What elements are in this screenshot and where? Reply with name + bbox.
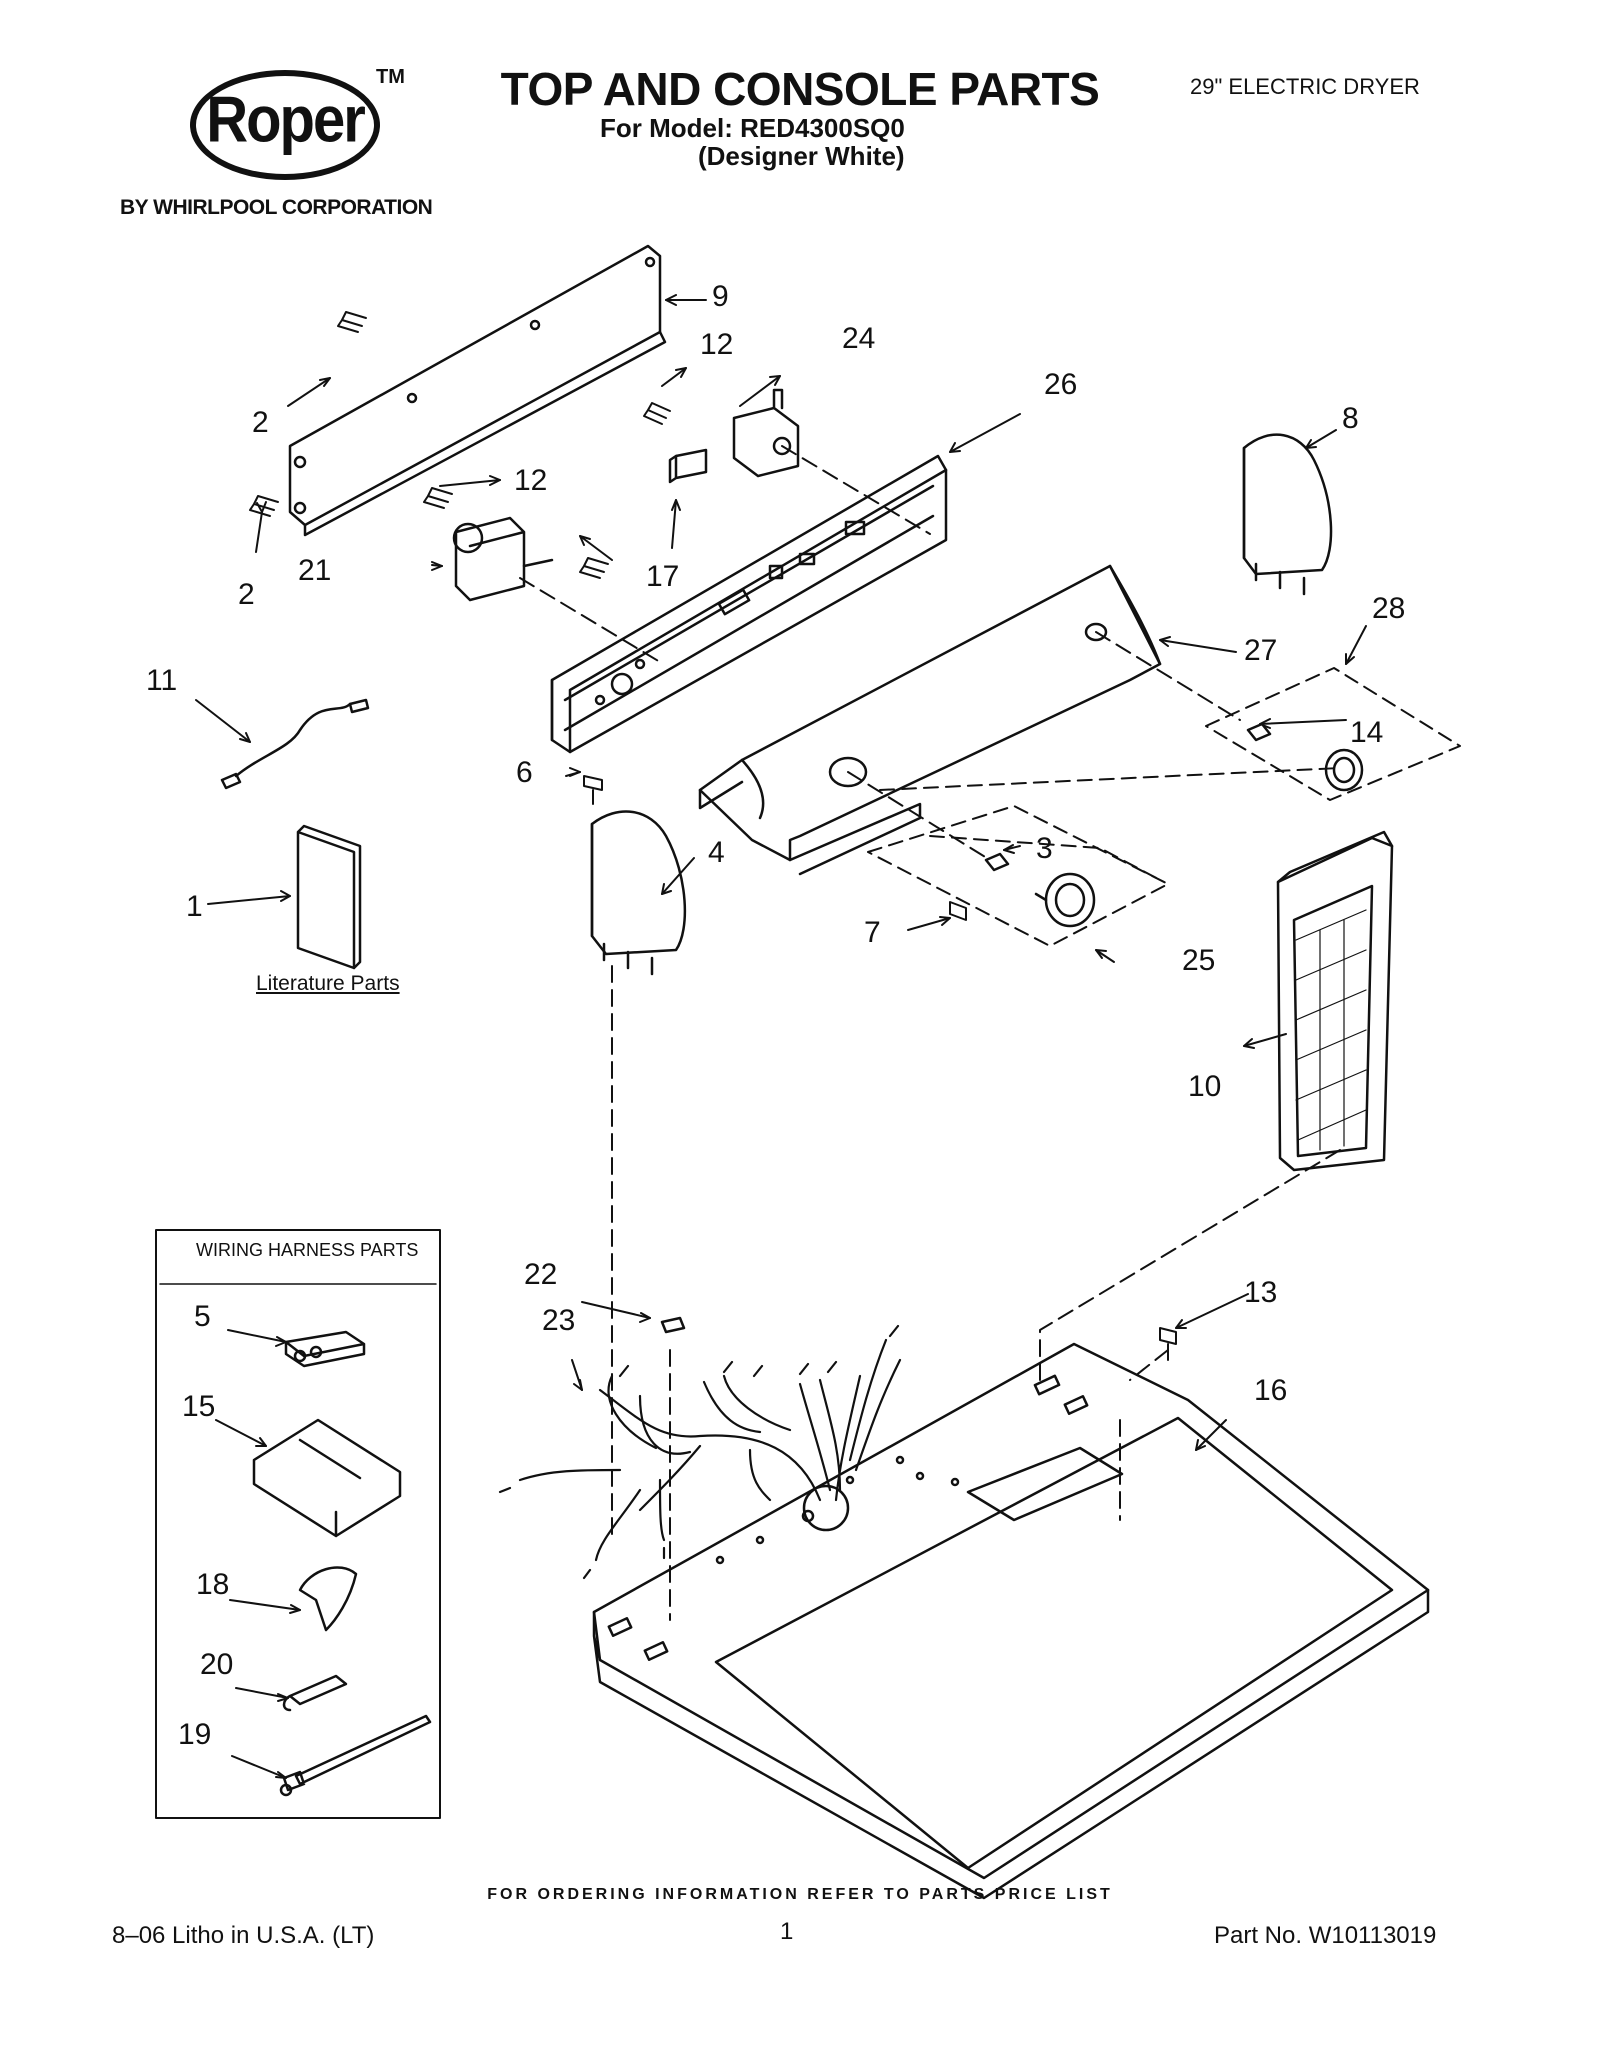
color-line: (Designer White) bbox=[698, 141, 905, 171]
part-4-end-cap bbox=[590, 810, 687, 976]
callout-28: 28 bbox=[1372, 592, 1406, 625]
wiring-harness-box-title: WIRING HARNESS PARTS bbox=[196, 1240, 419, 1260]
callout-4: 4 bbox=[708, 836, 725, 869]
part-8-end-cap bbox=[1242, 433, 1333, 596]
callout-12-upper: 12 bbox=[700, 328, 734, 361]
model-line: For Model: RED4300SQ0 bbox=[600, 113, 905, 143]
callout-5: 5 bbox=[194, 1300, 211, 1333]
callout-3: 3 bbox=[1036, 832, 1053, 865]
callout-12-lower: 12 bbox=[514, 464, 548, 497]
callout-21: 21 bbox=[298, 554, 332, 587]
logo-byline: BY WHIRLPOOL CORPORATION bbox=[120, 196, 433, 219]
callout-10: 10 bbox=[1188, 1070, 1222, 1103]
product-type: 29" ELECTRIC DRYER bbox=[1190, 74, 1420, 99]
part-11-wire bbox=[220, 698, 370, 790]
callout-9: 9 bbox=[712, 280, 729, 313]
logo-text: Roper bbox=[206, 83, 366, 156]
callout-6: 6 bbox=[516, 756, 533, 789]
part-21-timer bbox=[452, 516, 554, 602]
callout-7: 7 bbox=[864, 916, 881, 949]
callout-20: 20 bbox=[200, 1648, 234, 1681]
callout-27: 27 bbox=[1244, 634, 1278, 667]
callout-16: 16 bbox=[1254, 1374, 1288, 1407]
part-23-wiring-harness bbox=[498, 1324, 902, 1580]
wiring-harness-box bbox=[155, 1229, 441, 1819]
callout-15: 15 bbox=[182, 1390, 216, 1423]
callout-23: 23 bbox=[542, 1304, 576, 1337]
part-14-knob bbox=[1246, 722, 1364, 792]
leader-arrows bbox=[195, 294, 1367, 1779]
part-26-console-frame bbox=[550, 454, 948, 754]
callout-11: 11 bbox=[146, 664, 178, 697]
callout-22: 22 bbox=[524, 1258, 558, 1291]
litho-info: 8–06 Litho in U.S.A. (LT) bbox=[112, 1922, 375, 1949]
callout-2-lower: 2 bbox=[238, 578, 255, 611]
part-number: Part No. W10113019 bbox=[1214, 1922, 1437, 1949]
callout-24: 24 bbox=[842, 322, 876, 355]
part-17-connector bbox=[668, 448, 708, 484]
part-16-top-panel bbox=[592, 1342, 1430, 1900]
callout-8: 8 bbox=[1342, 402, 1359, 435]
part-10-lint-screen bbox=[1276, 830, 1394, 1172]
page-number: 1 bbox=[780, 1918, 794, 1945]
page-title: TOP AND CONSOLE PARTS bbox=[500, 63, 1100, 115]
callout-18: 18 bbox=[196, 1568, 230, 1601]
model-subtitle: For Model: RED4300SQ0 (Designer White) bbox=[600, 114, 1000, 170]
callout-25: 25 bbox=[1182, 944, 1216, 977]
part-9-bracket bbox=[288, 244, 667, 537]
part-24-switch bbox=[732, 388, 800, 478]
callout-17: 17 bbox=[646, 560, 680, 593]
callout-14: 14 bbox=[1350, 716, 1384, 749]
callout-2-upper: 2 bbox=[252, 406, 269, 439]
callout-19: 19 bbox=[178, 1718, 212, 1751]
roper-logo: Roper TM BY WHIRLPOOL CORPORATION bbox=[120, 66, 490, 226]
dashed-boxes bbox=[867, 667, 1461, 947]
callout-26: 26 bbox=[1044, 368, 1078, 401]
part-27-console-panel bbox=[698, 564, 1162, 876]
assembly-lines bbox=[519, 445, 1341, 1621]
part-25-knob bbox=[984, 852, 1096, 928]
logo-ellipse bbox=[190, 70, 380, 180]
callout-13: 13 bbox=[1244, 1276, 1278, 1309]
part-22-clip bbox=[660, 1316, 686, 1334]
logo-trademark: TM bbox=[376, 66, 405, 88]
literature-parts-label: Literature Parts bbox=[256, 972, 400, 995]
ordering-note: FOR ORDERING INFORMATION REFER TO PARTS … bbox=[487, 1886, 1113, 1903]
part-1-literature bbox=[296, 824, 362, 970]
callout-1: 1 bbox=[186, 890, 203, 923]
